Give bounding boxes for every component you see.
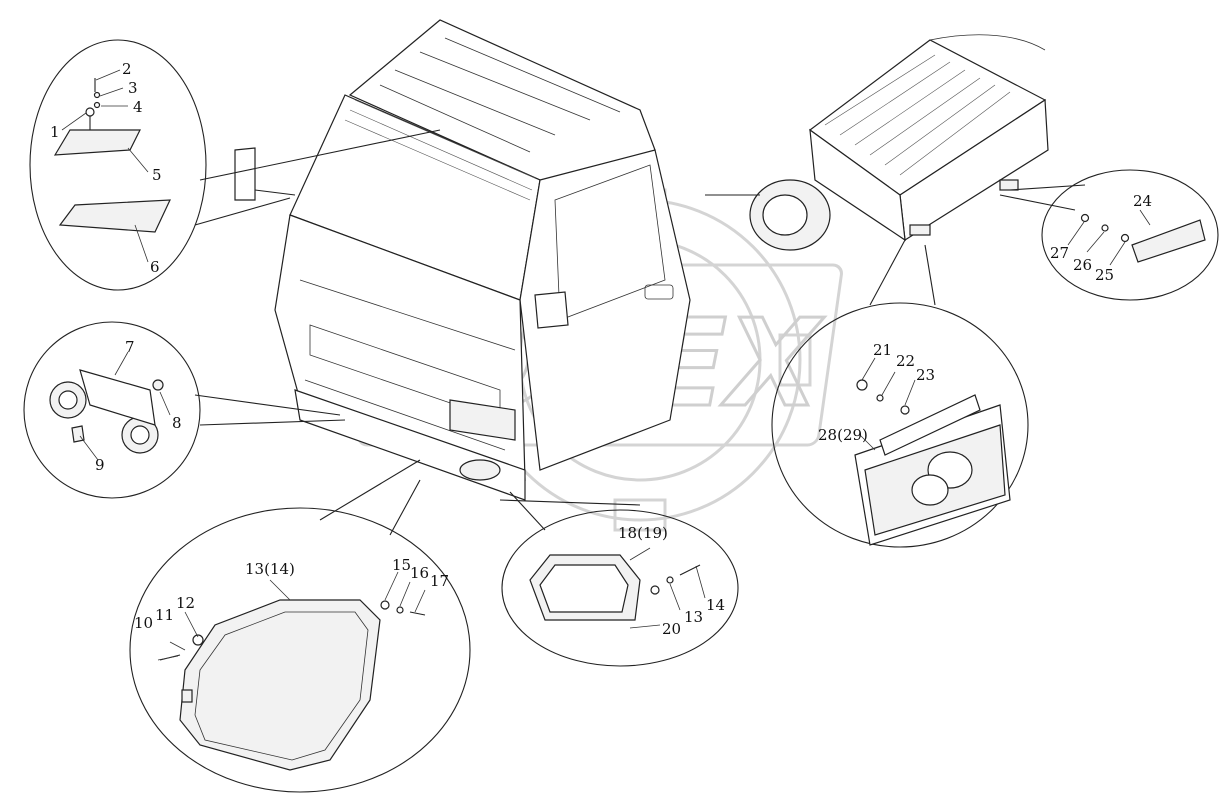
callout-5: 5 <box>152 166 162 184</box>
callout-7: 7 <box>125 338 135 356</box>
callout-21: 21 <box>873 341 892 359</box>
callout-8: 8 <box>172 414 182 432</box>
callout-17: 17 <box>430 572 449 590</box>
detail-circle-rear-combination-lamp <box>771 302 1029 548</box>
leader-lines <box>194 129 1086 536</box>
callout-13-fog: 13 <box>684 608 703 626</box>
callout-24: 24 <box>1133 192 1152 210</box>
callout-10: 10 <box>134 614 153 632</box>
detail-circle-rear-side-lamp <box>1041 169 1219 301</box>
callout-12: 12 <box>176 594 195 612</box>
detail-circle-horn <box>23 321 201 499</box>
callout-9: 9 <box>95 456 105 474</box>
detail-circle-fog-lamp <box>501 509 739 667</box>
callout-leaders <box>61 69 1151 661</box>
callout-20: 20 <box>662 620 681 638</box>
truck-cab <box>234 19 691 501</box>
callout-15: 15 <box>392 556 411 574</box>
callout-26: 26 <box>1073 256 1092 274</box>
detail-circle-room-lamp <box>29 39 207 291</box>
callout-27: 27 <box>1050 244 1069 262</box>
cargo-bed <box>749 34 1049 251</box>
callout-18-19: 18(19) <box>618 524 668 542</box>
callout-labels: 1 2 3 4 5 6 7 8 9 10 11 12 13(14) 15 16 … <box>50 60 1152 638</box>
callout-16: 16 <box>410 564 429 582</box>
callout-23: 23 <box>916 366 935 384</box>
callout-11: 11 <box>155 606 174 624</box>
detail-circle-headlamp <box>129 507 471 793</box>
callout-28-29: 28(29) <box>818 426 868 444</box>
callout-6: 6 <box>150 258 160 276</box>
callout-13-14-headlamp: 13(14) <box>245 560 295 578</box>
callout-3: 3 <box>128 79 138 97</box>
callout-4: 4 <box>133 98 143 116</box>
callout-1: 1 <box>50 123 60 141</box>
callout-14-fog: 14 <box>706 596 725 614</box>
callout-2: 2 <box>122 60 132 78</box>
callout-22: 22 <box>896 352 915 370</box>
callout-25: 25 <box>1095 266 1114 284</box>
